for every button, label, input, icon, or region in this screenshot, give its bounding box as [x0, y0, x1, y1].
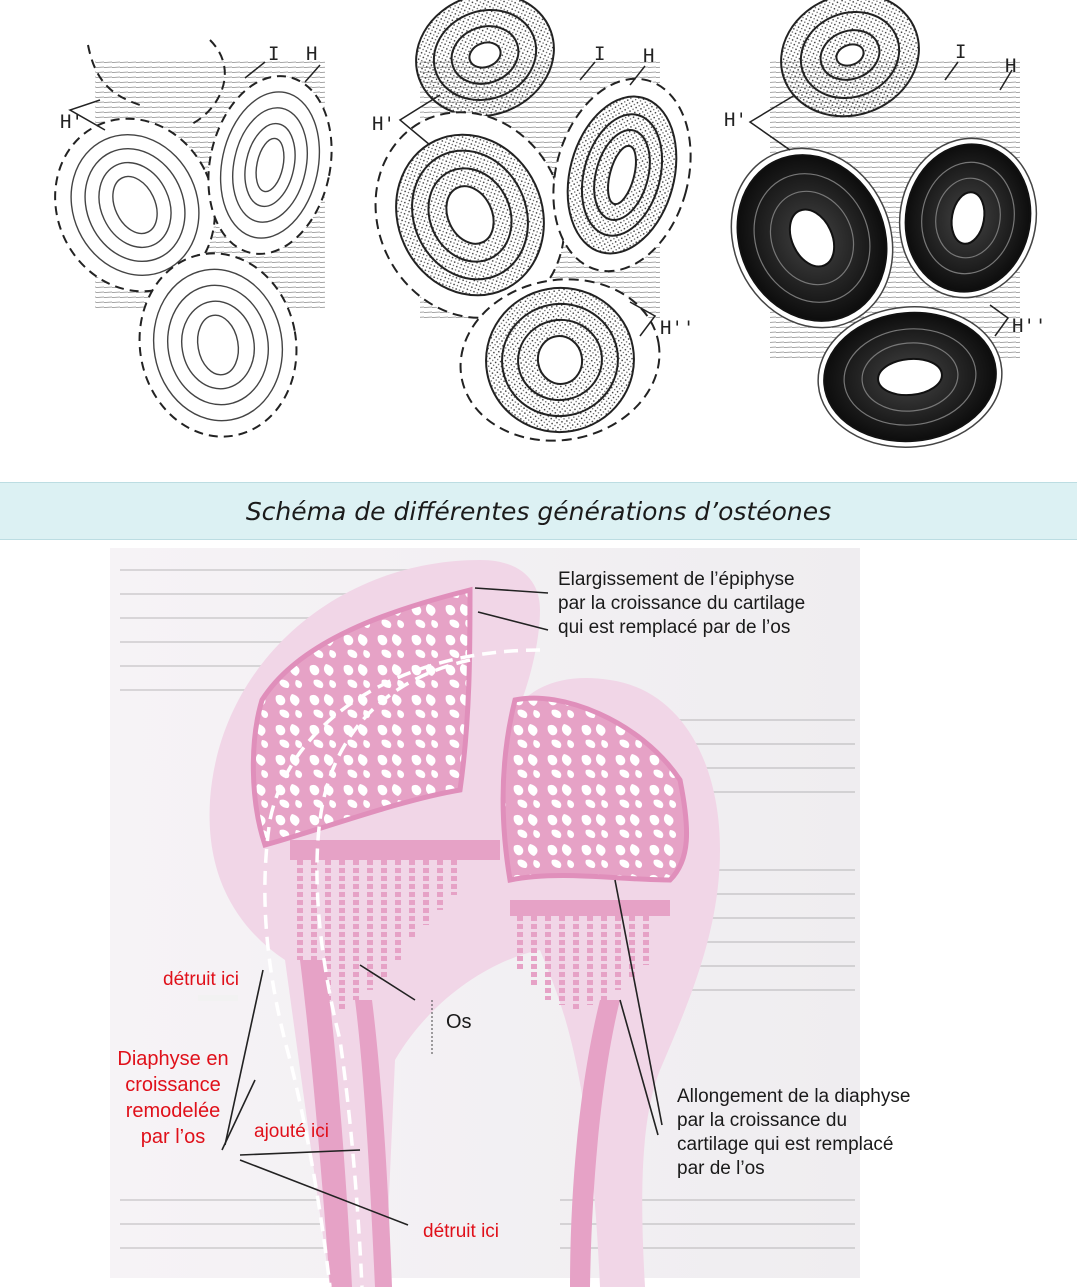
epiphysis-label-line-3: qui est remplacé par de l’os: [558, 617, 791, 638]
cartilage-columns-lower: [517, 916, 649, 1010]
epiphysis-label-line-1: Elargissement de l’épiphyse: [558, 569, 795, 590]
label-h-double-prime-2: H'': [660, 317, 694, 339]
osteon-panel-1: [54, 39, 333, 438]
label-i-3: I: [955, 41, 966, 63]
diaphysis-length-line-1: Allongement de la diaphyse: [677, 1086, 911, 1107]
label-h-3: H: [1005, 55, 1016, 77]
diaphysis-growth-line-3: remodelée: [125, 1100, 221, 1122]
label-i-1: I: [268, 43, 279, 65]
label-h-2: H: [643, 45, 654, 67]
diaphysis-growth-line-2: croissance: [125, 1074, 221, 1096]
diaphysis-wall-right: [570, 1000, 620, 1287]
diaphysis-growth-line-4: par l’os: [140, 1126, 206, 1148]
osteon-panel-3: [730, 0, 1038, 448]
destroyed-top-label: détruit ici: [163, 969, 240, 990]
future-outline-inner: [315, 658, 471, 1287]
epiphysis-annotation: Elargissement de l’épiphyse par la crois…: [558, 568, 805, 640]
growth-plate-upper: [290, 840, 500, 860]
os-label: Os: [446, 1011, 472, 1033]
bone-growth-figure: Elargissement de l’épiphyse par la crois…: [0, 540, 1077, 1287]
diaphysis-length-line-4: par de l’os: [677, 1158, 765, 1179]
diaphysis-length-line-3: cartilage qui est remplacé: [677, 1134, 894, 1155]
diaphysis-length-line-2: par la croissance du: [677, 1110, 848, 1131]
label-h-1: H: [306, 43, 317, 65]
osteon-panel-2: [374, 0, 692, 442]
figure-caption: Schéma de différentes générations d’osté…: [245, 496, 832, 526]
osteon-generations-figure: H' I H H' I H H'' H' I H H'': [0, 0, 1077, 478]
future-outline-left: [263, 648, 541, 1287]
label-i-2: I: [594, 43, 605, 65]
growth-plate-lower: [510, 900, 670, 916]
label-h-double-prime-3: H'': [1012, 315, 1046, 337]
caption-bar: Schéma de différentes générations d’osté…: [0, 482, 1077, 540]
diaphysis-growth-line-1: Diaphyse en: [117, 1048, 229, 1070]
label-h-prime-3: H': [724, 109, 747, 131]
lower-epiphysis: [500, 695, 689, 883]
leader-lines: [221, 587, 663, 1226]
diaphysis-length-annotation: Allongement de la diaphyse par la croiss…: [677, 1085, 910, 1181]
label-backdrop: [198, 995, 238, 1001]
osteon-drawing: H' I H H' I H H'' H' I H H'': [54, 0, 1046, 448]
diaphysis-growth-annotation: Diaphyse en croissance remodelée par l’o…: [108, 1046, 238, 1150]
label-h-prime-1: H': [60, 111, 83, 133]
label-h-prime-2: H': [372, 113, 395, 135]
added-label: ajouté ici: [254, 1121, 329, 1142]
diaphysis-wall-left: [300, 960, 352, 1287]
upper-epiphysis: [250, 586, 473, 849]
epiphysis-label-line-2: par la croissance du cartilage: [558, 593, 806, 614]
destroyed-bottom-label: détruit ici: [423, 1221, 500, 1242]
bone-drawing: [110, 548, 860, 1287]
